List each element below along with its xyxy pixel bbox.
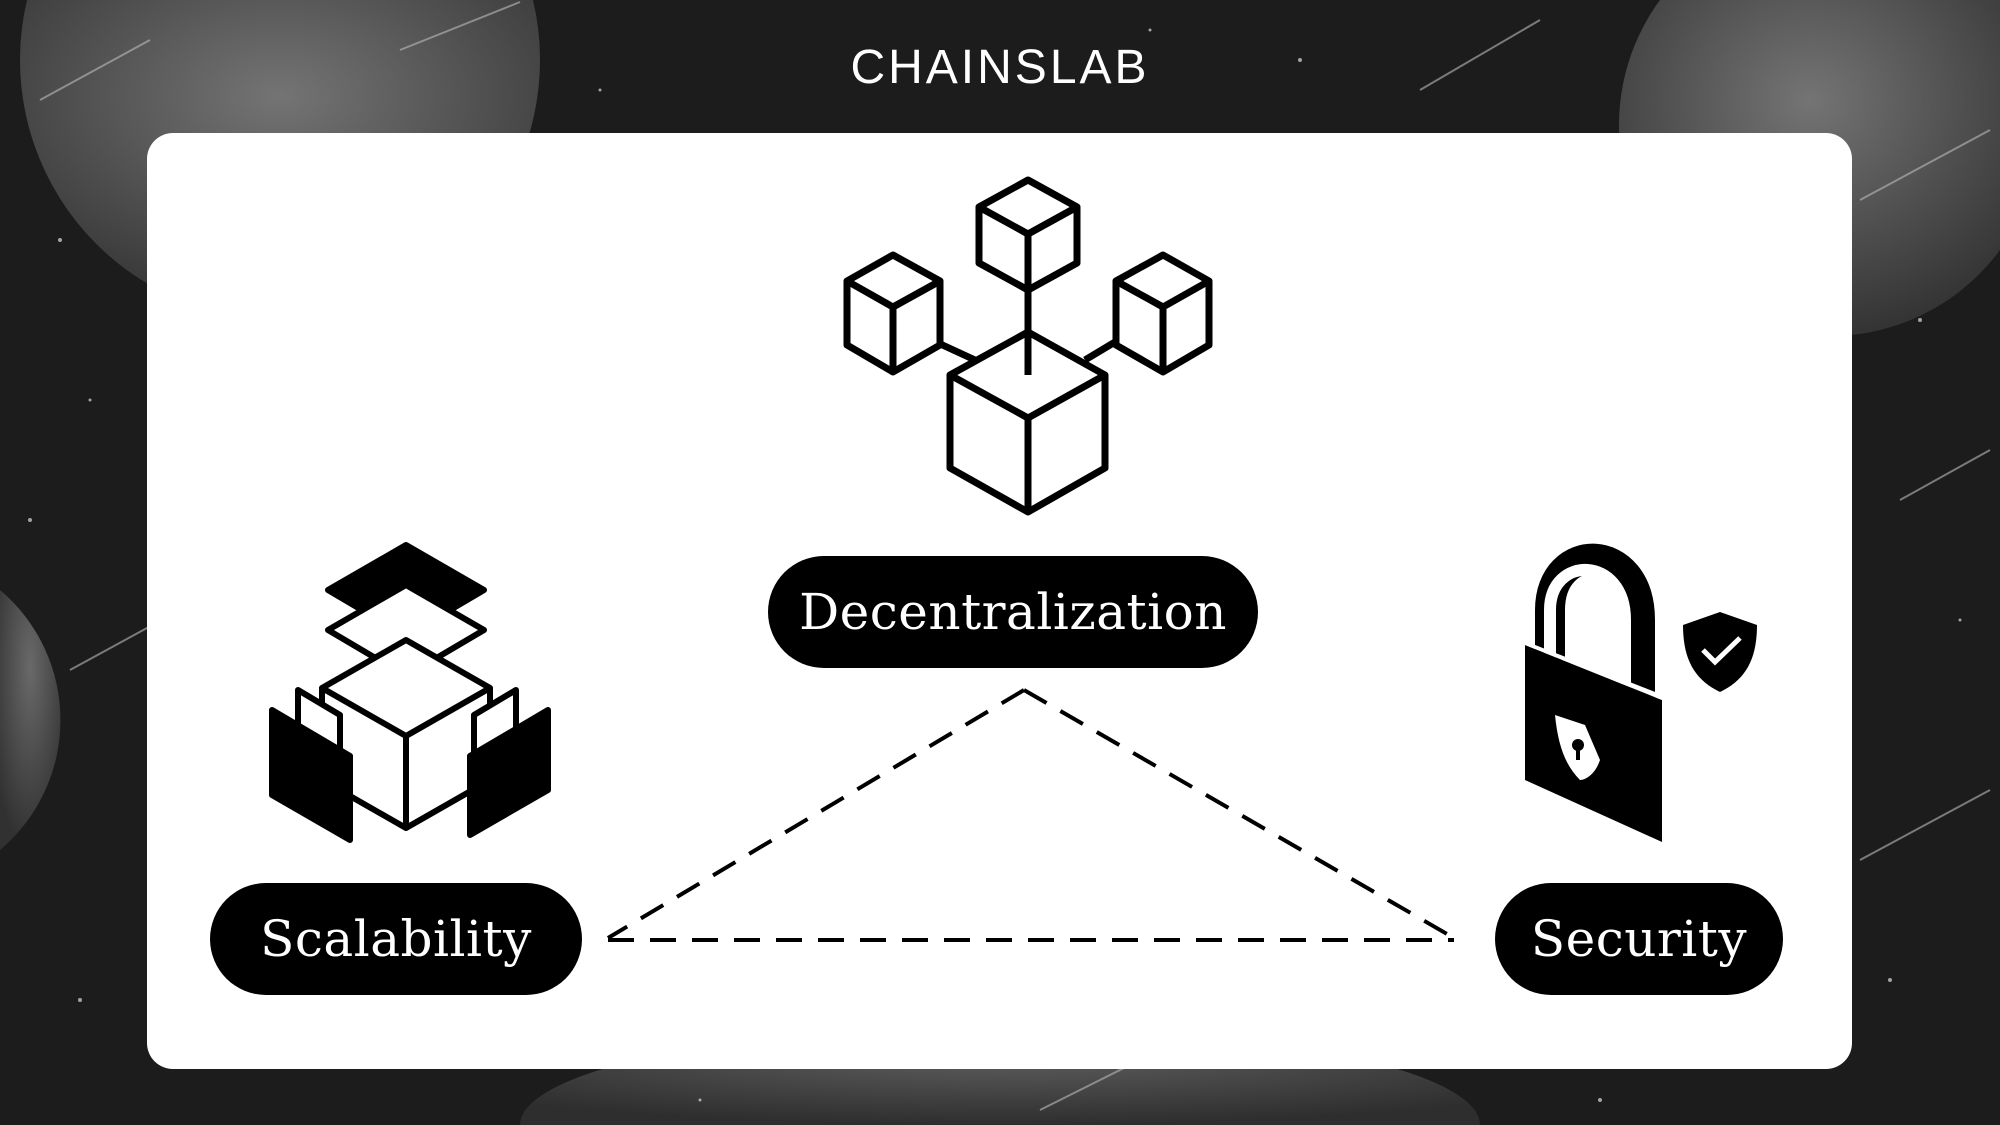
security-pill: Security xyxy=(1495,883,1783,995)
shield-check-icon xyxy=(1683,612,1757,692)
scalability-label: Scalability xyxy=(260,910,532,968)
decentralization-label: Decentralization xyxy=(799,583,1227,641)
chainslab-logo: CHAINSLAB xyxy=(850,41,1150,94)
scalability-pill: Scalability xyxy=(210,883,582,995)
decentralization-pill: Decentralization xyxy=(768,556,1258,668)
edge-decentralization-scalability xyxy=(606,688,1026,940)
security-label: Security xyxy=(1530,910,1748,968)
